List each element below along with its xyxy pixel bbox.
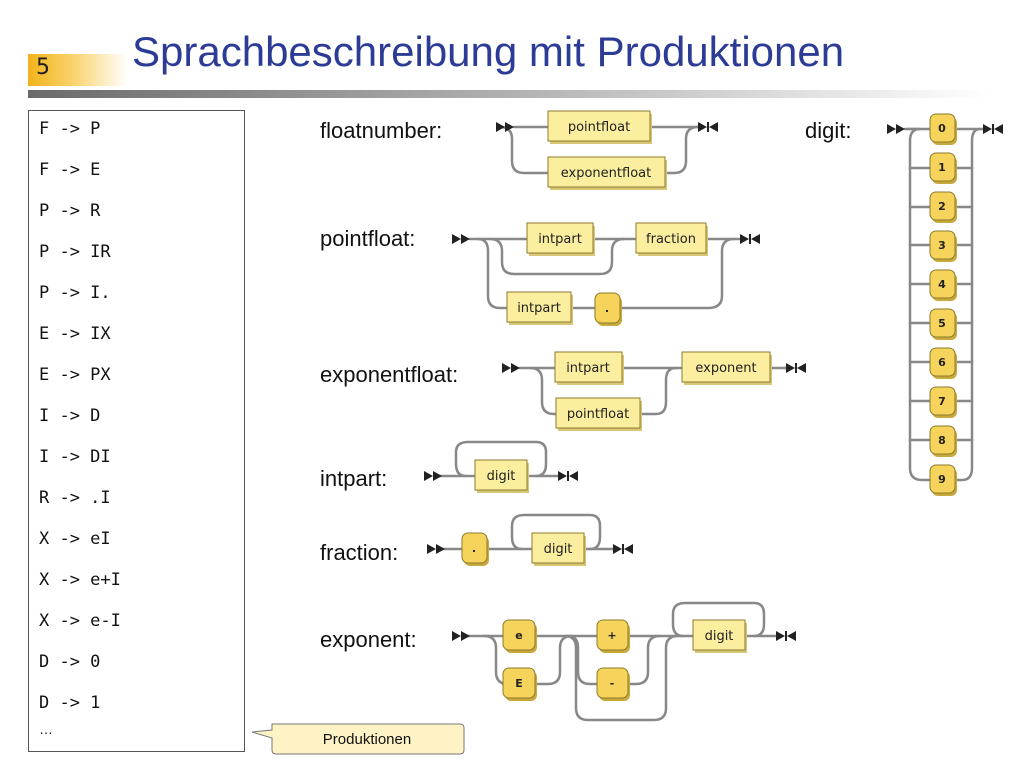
node-digit: digit xyxy=(692,619,747,653)
productions-callout-shape xyxy=(251,723,465,755)
svg-text:digit: digit xyxy=(705,629,734,644)
end-marker-intpart xyxy=(558,471,578,481)
production-rule: D -> 0 xyxy=(39,652,101,672)
terminal-minus: - xyxy=(596,667,630,701)
production-rule: I -> D xyxy=(39,406,101,426)
terminal-digit-3: 3 xyxy=(929,230,957,262)
svg-text:exponentfloat: exponentfloat xyxy=(561,166,651,181)
svg-text:pointfloat: pointfloat xyxy=(567,407,629,422)
production-rule: X -> e+I xyxy=(39,570,121,590)
productions-ellipsis: … xyxy=(39,721,53,737)
terminal-digit-5: 5 xyxy=(929,308,957,340)
terminal-digit-6: 6 xyxy=(929,347,957,379)
svg-text:intpart: intpart xyxy=(566,361,610,376)
svg-text:digit: digit xyxy=(544,542,573,557)
svg-text:3: 3 xyxy=(938,239,946,252)
terminal-e-upper: E xyxy=(502,667,537,701)
production-rule: E -> PX xyxy=(39,365,111,385)
end-marker-fraction xyxy=(613,544,633,554)
production-rule: R -> .I xyxy=(39,488,111,508)
end-marker-exponent xyxy=(776,631,796,641)
svg-text:+: + xyxy=(607,629,616,642)
svg-text:7: 7 xyxy=(938,395,946,408)
svg-text:-: - xyxy=(610,677,615,690)
start-marker-floatnumber xyxy=(496,122,514,132)
start-marker-exponent xyxy=(452,631,470,641)
terminal-digit-0: 0 xyxy=(929,113,957,145)
svg-text:fraction: fraction xyxy=(646,232,696,247)
svg-text:.: . xyxy=(472,542,476,555)
production-rule: X -> e-I xyxy=(39,611,121,631)
rule-label-pointfloat: pointfloat: xyxy=(320,226,416,251)
production-rule: D -> 1 xyxy=(39,693,101,713)
productions-callout-label: Produktionen xyxy=(322,731,412,748)
node-pointfloat: pointfloat xyxy=(547,110,652,144)
svg-text:5: 5 xyxy=(938,317,946,330)
terminal-digit-4: 4 xyxy=(929,269,957,301)
production-rule: F -> E xyxy=(39,160,101,180)
production-rule: P -> IR xyxy=(39,242,111,262)
svg-text:9: 9 xyxy=(938,473,946,486)
start-marker-digit xyxy=(887,124,905,134)
svg-text:2: 2 xyxy=(938,200,946,213)
node-intpart: intpart xyxy=(554,351,624,385)
production-rule: E -> IX xyxy=(39,324,111,344)
svg-text:exponent: exponent xyxy=(695,361,756,376)
end-marker-exponentfloat xyxy=(786,363,806,373)
terminal-e-lower: e xyxy=(502,619,537,653)
svg-text:1: 1 xyxy=(938,161,946,174)
node-digit: digit xyxy=(474,459,529,493)
svg-text:4: 4 xyxy=(938,278,946,291)
terminal-digit-7: 7 xyxy=(929,386,957,418)
terminal-digit-2: 2 xyxy=(929,191,957,223)
end-marker-pointfloat xyxy=(740,234,760,244)
terminal-digit-9: 9 xyxy=(929,464,957,496)
terminal-plus: + xyxy=(596,619,630,653)
svg-text:0: 0 xyxy=(938,122,946,135)
node-exponent: exponent xyxy=(681,351,772,385)
production-rule: F -> P xyxy=(39,119,101,139)
start-marker-pointfloat xyxy=(452,234,470,244)
terminal-digit-8: 8 xyxy=(929,425,957,457)
node-digit: digit xyxy=(531,532,586,566)
slide-number-badge xyxy=(28,54,128,86)
svg-text:.: . xyxy=(605,302,609,315)
rule-label-exponentfloat: exponentfloat: xyxy=(320,362,459,387)
svg-text:pointfloat: pointfloat xyxy=(568,120,630,135)
production-rule: P -> I. xyxy=(39,283,111,303)
node-intpart: intpart xyxy=(506,291,573,325)
slide-number: 5 xyxy=(36,55,50,80)
svg-text:E: E xyxy=(515,677,523,690)
rule-label-fraction: fraction: xyxy=(320,540,399,565)
terminal-digit-1: 1 xyxy=(929,152,957,184)
production-rule: X -> eI xyxy=(39,529,111,549)
node-fraction: fraction xyxy=(635,222,708,256)
rule-label-exponent: exponent: xyxy=(320,627,417,652)
end-marker-floatnumber xyxy=(698,122,718,132)
svg-text:digit: digit xyxy=(487,469,516,484)
slide-title: Sprachbeschreibung mit Produktionen xyxy=(132,28,845,75)
rule-label-intpart: intpart: xyxy=(320,466,388,491)
production-rule: I -> DI xyxy=(39,447,111,467)
svg-text:6: 6 xyxy=(938,356,946,369)
rule-label-digit: digit: xyxy=(805,118,852,143)
svg-text:8: 8 xyxy=(938,434,946,447)
start-marker-intpart xyxy=(424,471,442,481)
rule-label-floatnumber: floatnumber: xyxy=(320,118,443,143)
node-intpart: intpart xyxy=(526,222,595,256)
terminal-dot: . xyxy=(594,292,622,326)
end-marker-digit xyxy=(983,124,1003,134)
start-marker-fraction xyxy=(427,544,445,554)
svg-text:intpart: intpart xyxy=(517,301,561,316)
node-exponentfloat: exponentfloat xyxy=(547,156,667,190)
svg-text:intpart: intpart xyxy=(538,232,582,247)
production-rule: P -> R xyxy=(39,201,101,221)
productions-panel: F -> P F -> E P -> R P -> IR P -> I. E -> IX E… xyxy=(28,110,245,752)
start-marker-exponentfloat xyxy=(502,363,520,373)
svg-text:e: e xyxy=(515,629,522,642)
node-pointfloat: pointfloat xyxy=(555,397,642,431)
terminal-dot: . xyxy=(461,532,489,566)
title-underline xyxy=(28,90,990,98)
